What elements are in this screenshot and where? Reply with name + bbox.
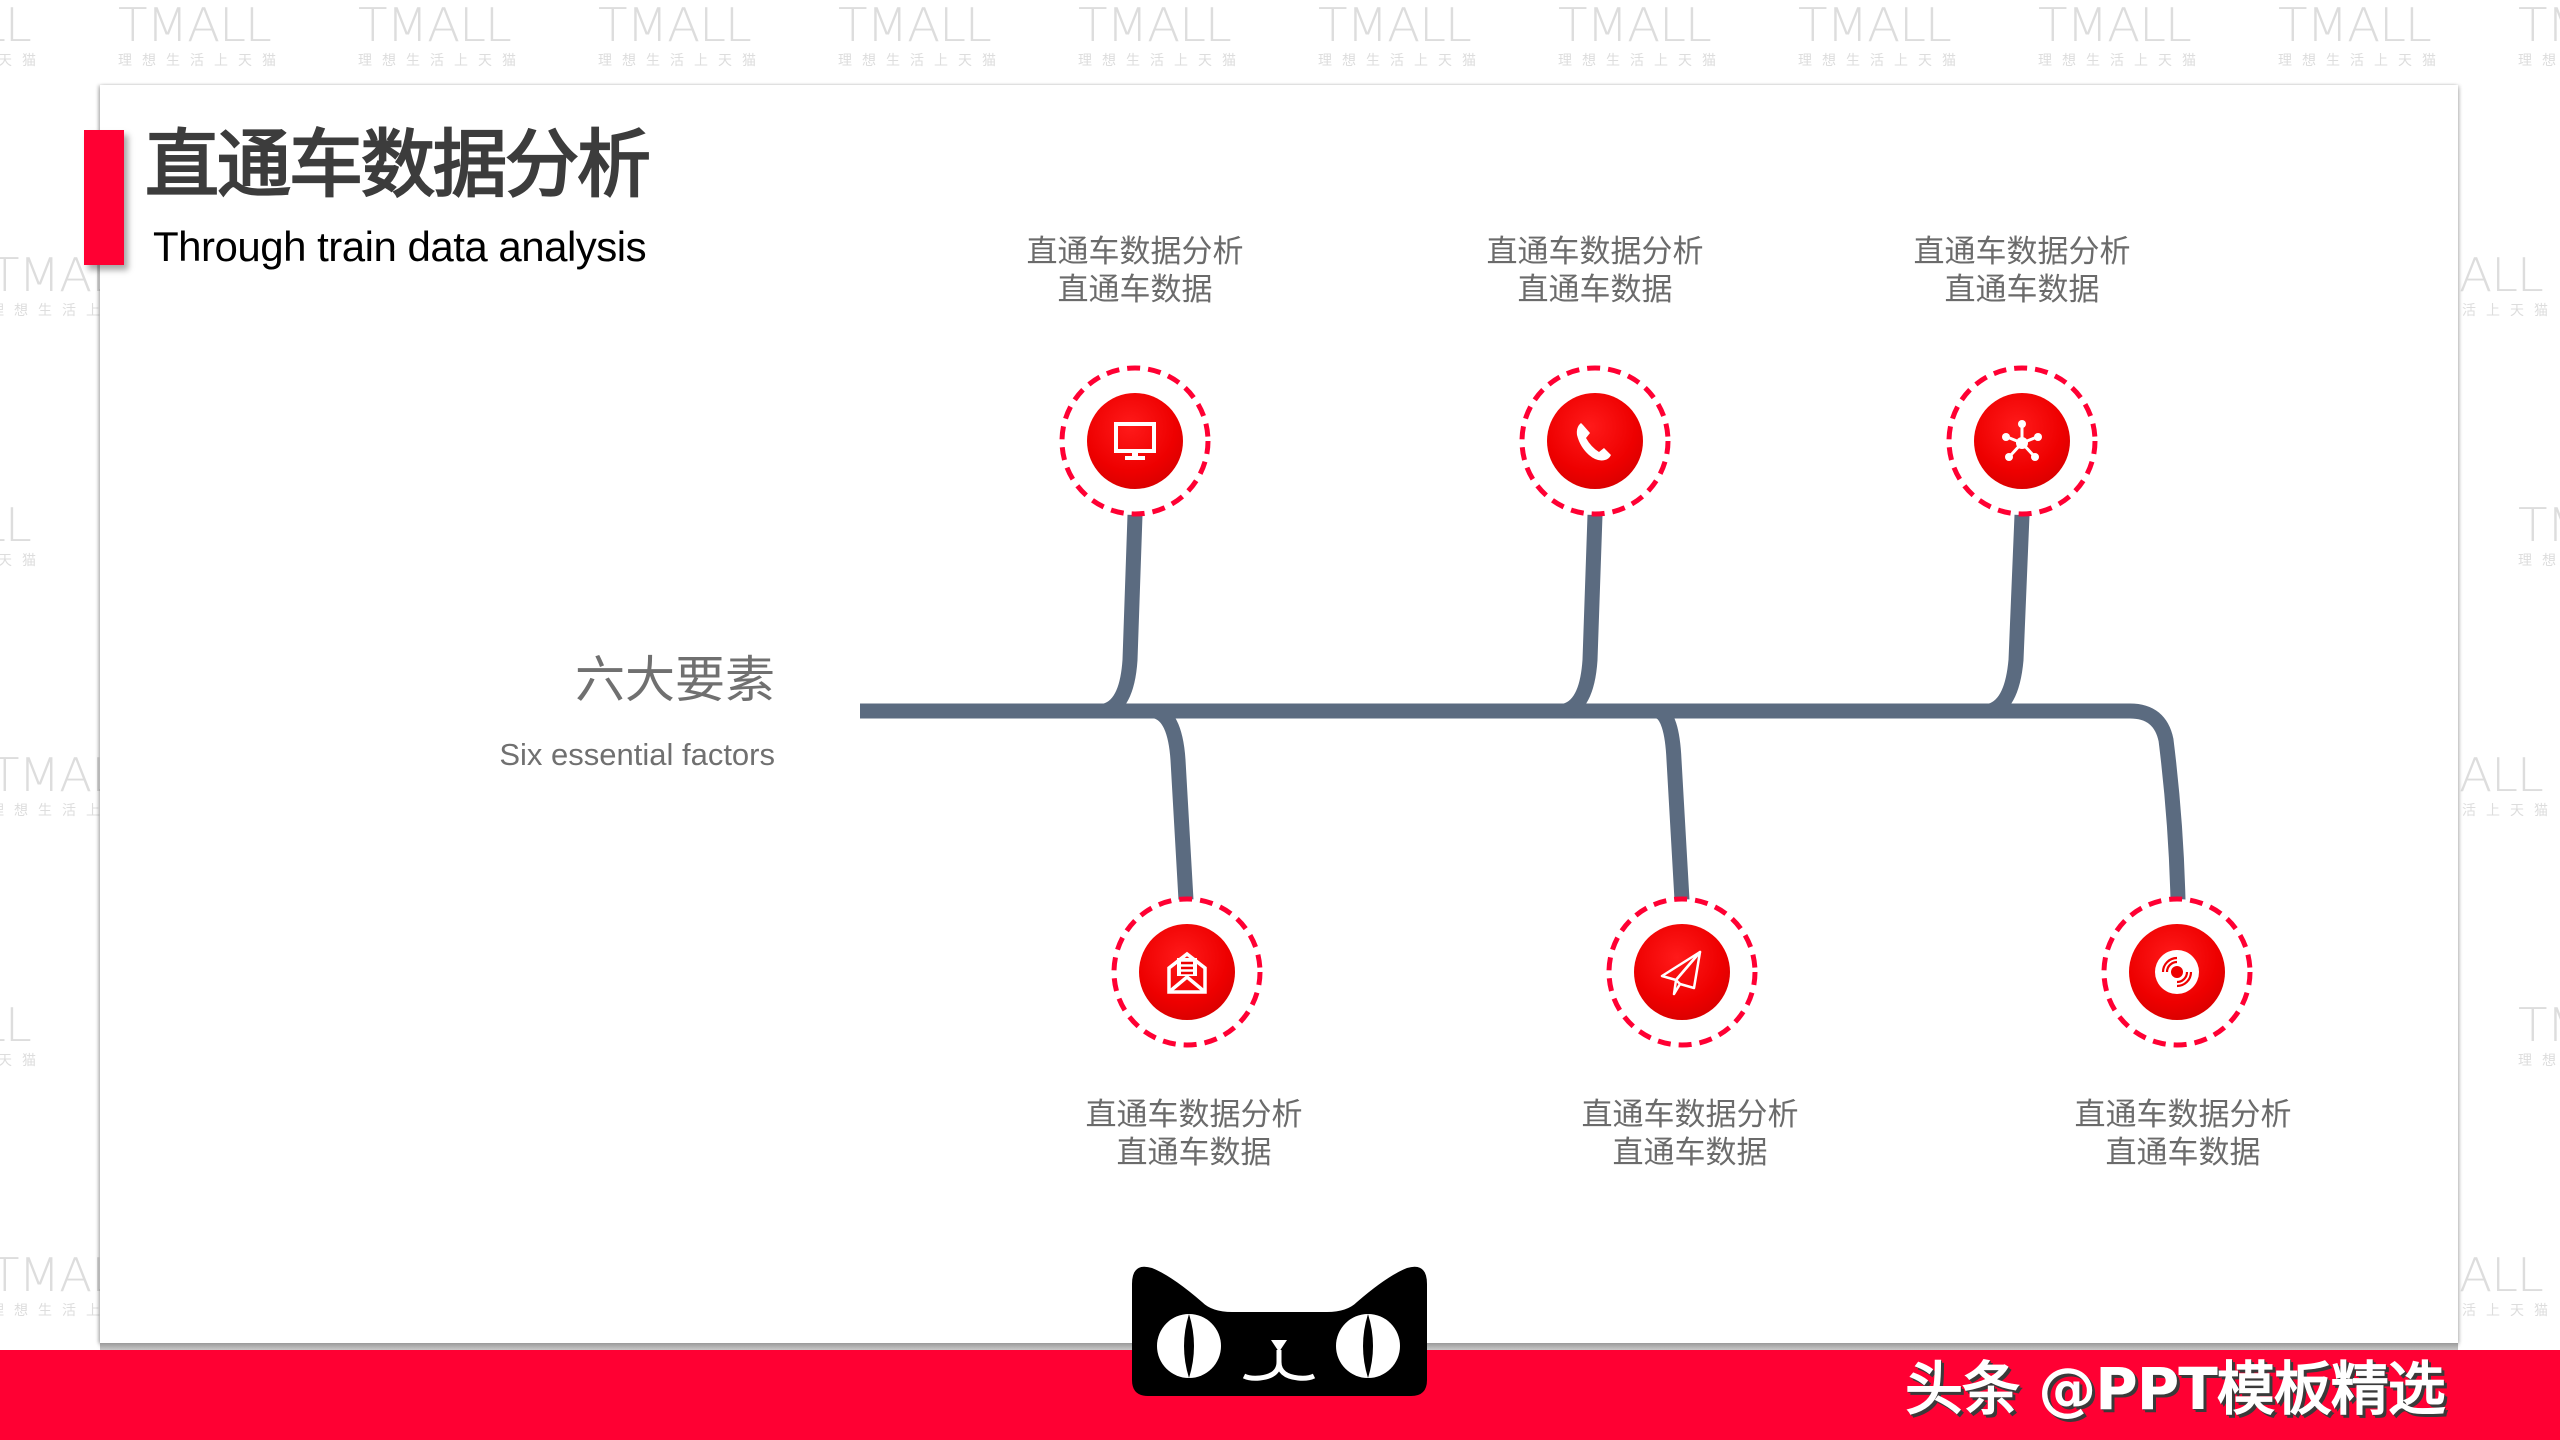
page-subtitle: Through train data analysis — [153, 223, 647, 270]
watermark-tagline: 理想生活上天猫 — [118, 53, 286, 69]
icon-disc — [1634, 924, 1730, 1020]
watermark-tagline: 理想生活上天猫 — [1078, 53, 1246, 69]
node-label-top-2: 直通车数据分析 直通车数据 — [1445, 233, 1745, 309]
watermark-brand: TMALL — [0, 998, 32, 1052]
watermark-brand: TMALL — [358, 0, 512, 52]
watermark-tagline: 理想生活上天猫 — [0, 53, 46, 69]
watermark-brand: TMALL — [2038, 0, 2192, 52]
node-label-top-1: 直通车数据分析 直通车数据 — [985, 233, 1285, 309]
spine-line — [860, 703, 2186, 901]
watermark-tagline: 理想生活上天猫 — [838, 53, 1006, 69]
label-line-1: 直通车数据分析 — [1486, 234, 1704, 270]
label-line-2: 直通车数据 — [1612, 1135, 1768, 1171]
label-line-1: 直通车数据分析 — [1026, 234, 1244, 270]
page-title: 直通车数据分析 — [145, 122, 651, 208]
network-icon — [2002, 420, 2042, 461]
watermark-brand: TMALL — [1318, 0, 1472, 52]
watermark-tagline: 理想生活上天猫 — [0, 553, 46, 569]
label-line-2: 直通车数据 — [1116, 1135, 1272, 1171]
node-bottom-2 — [1605, 895, 1759, 1049]
watermark-tagline: 理想生活上天猫 — [2278, 53, 2446, 69]
watermark-tagline: 理想生活上天猫 — [2518, 53, 2560, 69]
label-line-1: 直通车数据分析 — [1085, 1097, 1303, 1133]
label-line-1: 直通车数据分析 — [1913, 234, 2131, 270]
title-accent-bar — [84, 130, 124, 265]
center-label-cn: 六大要素 — [575, 651, 775, 709]
watermark-brand: TMALL — [1558, 0, 1712, 52]
disc-icon — [2155, 950, 2199, 994]
mail-icon — [1167, 951, 1207, 994]
center-label-en: Six essential factors — [499, 737, 775, 772]
watermark-tagline: 理想生活上天猫 — [0, 1053, 46, 1069]
watermark-brand: TMALL — [2518, 498, 2560, 552]
monitor-icon — [1114, 422, 1156, 460]
watermark-tagline: 理想生活上天猫 — [2518, 553, 2560, 569]
watermark-tagline: 理想生活上天猫 — [598, 53, 766, 69]
branch-bottom-2 — [1654, 703, 1690, 901]
label-line-2: 直通车数据 — [1057, 272, 1213, 308]
tmall-cat-logo — [1132, 1266, 1427, 1396]
label-line-1: 直通车数据分析 — [2074, 1097, 2292, 1133]
watermark-brand: TMALL — [598, 0, 752, 52]
node-top-2 — [1518, 364, 1672, 518]
node-bottom-1 — [1110, 895, 1264, 1049]
watermark-tagline: 理想生活上天猫 — [358, 53, 526, 69]
icon-disc — [1547, 393, 1643, 489]
watermark-brand: TMALL — [0, 0, 32, 52]
node-top-1 — [1058, 364, 1212, 518]
label-line-2: 直通车数据 — [1517, 272, 1673, 308]
phone-icon — [1576, 423, 1611, 461]
watermark-tagline: 理想生活上天猫 — [1558, 53, 1726, 69]
footer-credit: 头条 @PPT模板精选 — [1905, 1355, 2446, 1423]
watermark-brand: TMALL — [118, 0, 272, 52]
icon-disc — [1139, 924, 1235, 1020]
watermark-brand: TMALL — [2518, 0, 2560, 52]
branch-top-1 — [1102, 514, 1143, 719]
watermark-brand: TMALL — [2278, 0, 2432, 52]
watermark-tagline: 理想生活上天猫 — [2038, 53, 2206, 69]
watermark-tagline: 理想生活上天猫 — [2518, 1053, 2560, 1069]
label-line-2: 直通车数据 — [1944, 272, 2100, 308]
label-line-1: 直通车数据分析 — [1581, 1097, 1799, 1133]
watermark-brand: TMALL — [1798, 0, 1952, 52]
watermark-brand: TMALL — [2518, 998, 2560, 1052]
node-label-bottom-1: 直通车数据分析 直通车数据 — [1044, 1096, 1344, 1172]
icon-disc — [2129, 924, 2225, 1020]
branch-top-2 — [1562, 514, 1603, 719]
label-line-2: 直通车数据 — [2105, 1135, 2261, 1171]
node-top-3 — [1945, 364, 2099, 518]
branch-top-3 — [1987, 514, 2030, 719]
node-label-top-3: 直通车数据分析 直通车数据 — [1872, 233, 2172, 309]
icon-disc — [1974, 393, 2070, 489]
watermark-tagline: 理想生活上天猫 — [1798, 53, 1966, 69]
paper-plane-icon — [1660, 950, 1702, 996]
watermark-brand: TMALL — [0, 498, 32, 552]
node-bottom-3 — [2100, 895, 2254, 1049]
node-label-bottom-3: 直通车数据分析 直通车数据 — [2033, 1096, 2333, 1172]
watermark-tagline: 理想生活上天猫 — [1318, 53, 1486, 69]
icon-disc — [1087, 393, 1183, 489]
watermark-brand: TMALL — [1078, 0, 1232, 52]
watermark-brand: TMALL — [838, 0, 992, 52]
branch-bottom-1 — [1152, 703, 1194, 901]
node-label-bottom-2: 直通车数据分析 直通车数据 — [1540, 1096, 1840, 1172]
